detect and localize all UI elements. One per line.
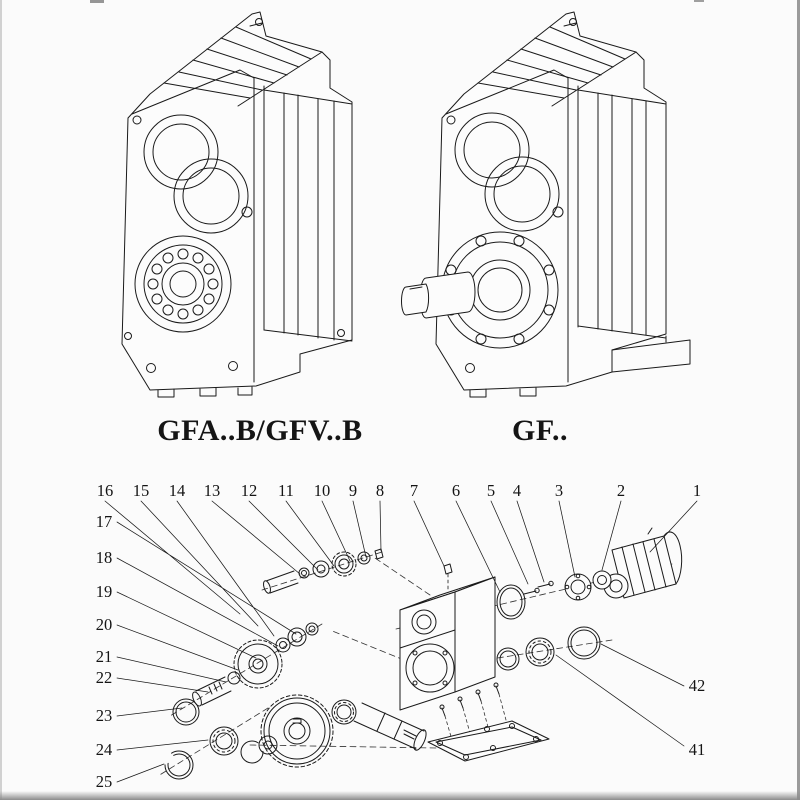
model-label-right: GF.. xyxy=(512,414,568,447)
callout-number: 14 xyxy=(169,481,186,500)
callout-number: 10 xyxy=(314,481,331,500)
callout-number: 25 xyxy=(96,772,113,791)
callout-number: 16 xyxy=(97,481,114,500)
output-side-parts xyxy=(496,626,601,671)
photo-speck xyxy=(90,0,104,3)
gearbox-left-drawing xyxy=(121,11,353,398)
callout-number: 19 xyxy=(96,582,113,601)
callout-number: 8 xyxy=(376,481,384,500)
callout-number: 15 xyxy=(133,481,150,500)
callout-number: 23 xyxy=(96,706,113,725)
leader-lines xyxy=(104,500,698,783)
callout-number: 4 xyxy=(513,481,521,500)
callout-number: 6 xyxy=(452,481,460,500)
cover-plate xyxy=(427,682,550,762)
input-shaft-parts xyxy=(263,548,384,594)
output-shaft xyxy=(401,271,476,319)
photo-edge-right xyxy=(797,0,800,800)
callout-numbers: 16 15 14 13 12 11 10 9 8 7 6 5 4 3 2 1 1… xyxy=(96,481,706,791)
callout-number: 9 xyxy=(349,481,357,500)
photo-speck xyxy=(694,0,704,2)
callout-number: 18 xyxy=(96,548,113,567)
exploded-view xyxy=(104,500,698,783)
callout-number: 7 xyxy=(410,481,418,500)
housing xyxy=(399,576,496,711)
screw-parts xyxy=(523,580,554,595)
motor-unit xyxy=(564,527,683,601)
gearbox-right-drawing xyxy=(401,11,691,398)
callout-number: 3 xyxy=(555,481,563,500)
model-label-left: GFA..B/GFV..B xyxy=(157,414,363,447)
callout-number: 2 xyxy=(617,481,625,500)
callout-number: 42 xyxy=(689,676,706,695)
callout-number: 41 xyxy=(689,740,706,759)
callout-number: 12 xyxy=(241,481,258,500)
callout-number: 17 xyxy=(96,512,113,531)
callout-number: 5 xyxy=(487,481,495,500)
photo-edge-left xyxy=(0,0,2,800)
photo-edge-bottom xyxy=(0,791,800,800)
output-gear-parts xyxy=(240,694,427,768)
callout-number: 22 xyxy=(96,668,113,687)
callout-number: 13 xyxy=(204,481,221,500)
output-bearing xyxy=(134,235,232,333)
callout-number: 11 xyxy=(278,481,294,500)
intermediate-shaft-parts xyxy=(164,622,319,780)
callout-number: 1 xyxy=(693,481,701,500)
callout-number: 24 xyxy=(96,740,113,759)
pin-part xyxy=(443,563,453,575)
callout-number: 21 xyxy=(96,647,113,666)
callout-number: 20 xyxy=(96,615,113,634)
o-ring xyxy=(496,584,526,620)
